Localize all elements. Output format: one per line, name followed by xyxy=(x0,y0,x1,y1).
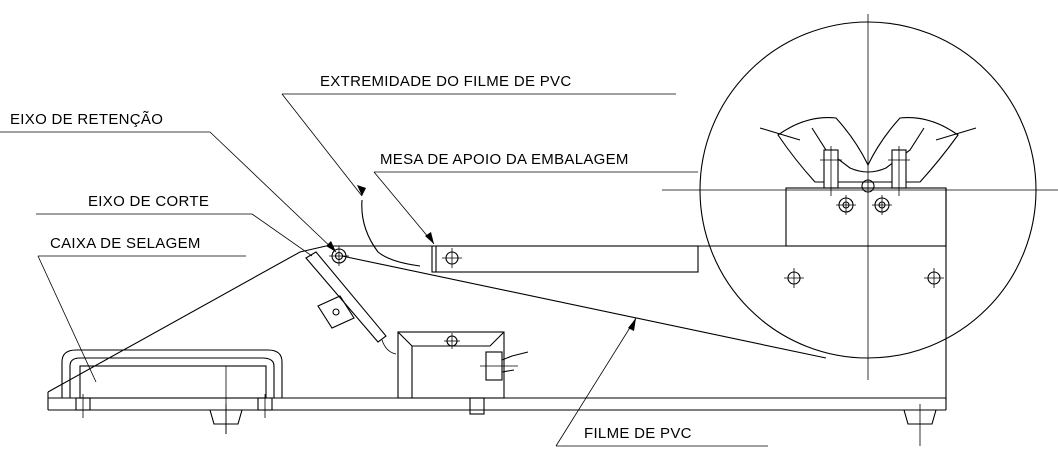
film-roll xyxy=(662,14,1058,380)
cutting-bracket xyxy=(317,295,355,329)
label-filme-pvc: FILME DE PVC xyxy=(584,425,692,442)
sealing-box-inner xyxy=(79,365,267,399)
label-extremidade: EXTREMIDADE DO FILME DE PVC xyxy=(320,73,571,90)
heater-box-outer xyxy=(397,331,505,399)
table-bar xyxy=(431,245,699,273)
cutting-arm xyxy=(305,251,397,355)
film-end-curve xyxy=(361,199,421,267)
package-table xyxy=(431,245,699,273)
heater-foot xyxy=(469,397,485,415)
leader-lines xyxy=(0,93,768,447)
label-eixo-retencao: EIXO DE RETENÇÃO xyxy=(10,111,163,128)
heater-unit xyxy=(397,331,529,415)
pvc-film-path xyxy=(341,255,827,359)
label-eixo-corte: EIXO DE CORTE xyxy=(88,193,209,210)
sealing-box-outer xyxy=(61,349,283,398)
label-caixa-selagem: CAIXA DE SELAGEM xyxy=(50,235,201,252)
roll-holder xyxy=(759,117,977,247)
roll-support-block xyxy=(785,187,947,247)
sealing-box xyxy=(61,349,283,434)
retention-shaft xyxy=(329,246,349,266)
base-feet xyxy=(209,404,937,446)
frame-left-slope xyxy=(47,245,327,393)
label-mesa-apoio: MESA DE APOIO DA EMBALAGEM xyxy=(380,151,629,168)
cutting-blade-arm xyxy=(305,251,387,343)
